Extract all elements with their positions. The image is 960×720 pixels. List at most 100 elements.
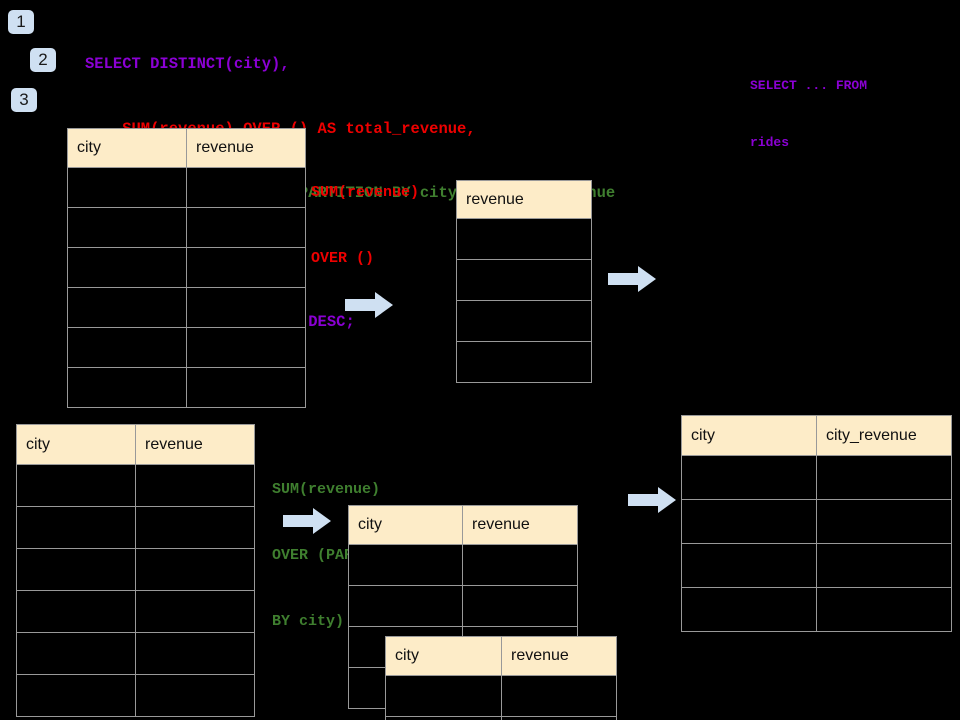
column-header-city: city	[385, 636, 502, 676]
table-cell	[67, 247, 187, 288]
table-header-row: city revenue	[385, 636, 617, 676]
table-cell	[67, 367, 187, 408]
table-row	[681, 587, 952, 632]
table-cell	[16, 464, 136, 507]
table-cell	[67, 207, 187, 248]
annotation-city-revenue-line-3: BY city)	[272, 613, 345, 630]
sql-line-select: SELECT DISTINCT(city),	[85, 55, 290, 73]
table-row	[681, 499, 952, 544]
column-header-revenue: revenue	[501, 636, 617, 676]
table-row	[681, 543, 952, 588]
table-cell	[681, 455, 817, 500]
table-cell	[67, 167, 187, 208]
table-cell	[67, 287, 187, 328]
table-cell	[135, 632, 255, 675]
column-header-revenue: revenue	[456, 180, 592, 219]
table-row	[67, 167, 306, 208]
table-cell	[186, 327, 306, 368]
column-header-revenue: revenue	[186, 128, 306, 168]
column-header-revenue: revenue	[462, 505, 578, 545]
table-cell	[186, 287, 306, 328]
table-cell	[816, 543, 952, 588]
rides-source-table: city revenue	[67, 128, 306, 408]
table-cell	[456, 218, 592, 260]
annotation-total-revenue-line-2: OVER ()	[311, 250, 375, 267]
table-row	[16, 464, 255, 507]
table-row	[67, 247, 306, 288]
table-cell	[385, 716, 502, 720]
table-row	[456, 341, 592, 383]
table-cell	[681, 499, 817, 544]
table-cell	[456, 259, 592, 301]
final-result-table: city city_revenue	[681, 415, 952, 632]
table-cell	[16, 632, 136, 675]
table-cell	[16, 506, 136, 549]
arrow-partitions-to-result	[628, 487, 676, 513]
table-cell	[456, 341, 592, 383]
table-row	[456, 218, 592, 260]
table-header-row: city revenue	[67, 128, 306, 168]
rides-source-table-partitioned: city revenue	[16, 424, 255, 717]
table-row	[681, 455, 952, 500]
table-cell	[348, 585, 463, 627]
table-cell	[501, 675, 617, 717]
table-header-row: city city_revenue	[681, 415, 952, 456]
column-header-city: city	[16, 424, 136, 465]
table-cell	[67, 327, 187, 368]
table-row	[16, 506, 255, 549]
table-cell	[456, 300, 592, 342]
table-row	[16, 632, 255, 675]
column-header-city: city	[681, 415, 817, 456]
table-cell	[501, 716, 617, 720]
table-cell	[462, 544, 578, 586]
table-row	[385, 716, 617, 720]
table-cell	[462, 585, 578, 627]
table-row	[16, 674, 255, 717]
table-cell	[16, 548, 136, 591]
table-row	[67, 207, 306, 248]
annotation-total-revenue-line-1: SUM(revenue)	[311, 184, 420, 201]
table-cell	[135, 506, 255, 549]
table-row	[67, 287, 306, 328]
table-cell	[16, 590, 136, 633]
side-note-line-2: rides	[750, 135, 790, 150]
step-badge-1: 1	[8, 10, 34, 34]
table-header-row: city revenue	[16, 424, 255, 465]
table-cell	[16, 674, 136, 717]
table-cell	[135, 674, 255, 717]
table-cell	[186, 167, 306, 208]
total-revenue-table: revenue	[456, 180, 592, 383]
table-cell	[186, 367, 306, 408]
table-row	[456, 259, 592, 301]
table-row	[456, 300, 592, 342]
table-cell	[135, 590, 255, 633]
table-row	[67, 367, 306, 408]
step-badge-2: 2	[30, 48, 56, 72]
table-cell	[385, 675, 502, 717]
arrow-rides-to-partitions	[283, 508, 331, 534]
step-badge-3: 3	[11, 88, 37, 112]
table-row	[348, 585, 578, 627]
table-header-row: city revenue	[348, 505, 578, 545]
arrow-total-revenue-to-result	[608, 266, 656, 292]
partition-group-table-b: city revenue	[385, 636, 617, 720]
annotation-city-revenue-line-1: SUM(revenue)	[272, 481, 381, 498]
column-header-revenue: revenue	[135, 424, 255, 465]
table-cell	[681, 543, 817, 588]
column-header-city: city	[348, 505, 463, 545]
side-note-select-from: SELECT ... FROM rides	[750, 38, 867, 190]
column-header-city: city	[67, 128, 187, 168]
annotation-total-revenue: SUM(revenue) OVER ()	[311, 138, 419, 314]
table-row	[16, 548, 255, 591]
table-cell	[816, 499, 952, 544]
table-cell	[816, 455, 952, 500]
table-cell	[816, 587, 952, 632]
table-row	[67, 327, 306, 368]
table-row	[385, 675, 617, 717]
column-header-city-revenue: city_revenue	[816, 415, 952, 456]
table-row	[348, 544, 578, 586]
table-cell	[348, 544, 463, 586]
table-row	[16, 590, 255, 633]
table-cell	[186, 207, 306, 248]
